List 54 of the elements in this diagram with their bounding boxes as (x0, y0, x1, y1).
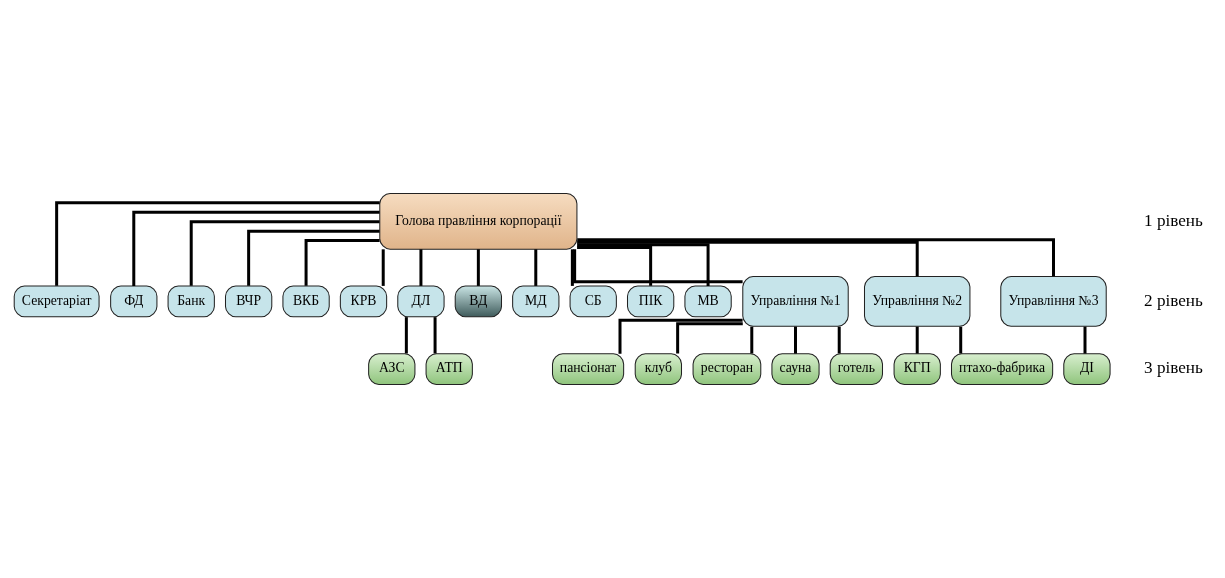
connector (247, 229, 380, 286)
connector (794, 326, 797, 354)
node-box: ВКБ (282, 285, 330, 318)
node-box: ДІ (1063, 353, 1111, 386)
node-box: ДЛ (397, 285, 445, 318)
node-box: ВЧР (225, 285, 273, 318)
node-box: ФД (110, 285, 158, 318)
connector (404, 317, 408, 354)
connector (750, 326, 754, 354)
connector (837, 326, 841, 354)
connector (959, 326, 963, 354)
connector (573, 249, 743, 284)
connector (570, 249, 574, 286)
connector (618, 318, 743, 354)
connector (132, 210, 380, 286)
connector (676, 322, 743, 354)
connector (577, 243, 710, 286)
node-box: АЗС (368, 353, 416, 386)
connector (915, 326, 919, 354)
connector (577, 245, 653, 286)
node-box: ресторан (692, 353, 762, 386)
node-box: Управління №3 (1000, 276, 1107, 327)
label: 2 рівень (1144, 290, 1203, 310)
node-box: Управління №2 (864, 276, 971, 327)
connector (534, 249, 538, 286)
connector (577, 238, 1055, 277)
node-box: пансіонат (552, 353, 625, 386)
node-box: ПІК (627, 285, 675, 318)
node-box: МВ (684, 285, 732, 318)
node-box: Секретаріат (13, 285, 100, 318)
node-box: готель (829, 353, 883, 386)
connector (433, 317, 437, 354)
node-box: АТП (425, 353, 473, 386)
node-box: КРВ (339, 285, 388, 318)
node-box: Банк (167, 285, 215, 318)
connector (304, 239, 380, 286)
connector (55, 201, 380, 286)
node-box: СБ (569, 285, 617, 318)
connector (577, 240, 919, 277)
node-box: Управління №1 (742, 276, 849, 327)
label: 1 рівень (1144, 210, 1203, 230)
node-box: МД (512, 285, 560, 318)
connector (1083, 326, 1087, 354)
node-box: клуб (634, 353, 682, 386)
node-box: ВД (454, 285, 502, 318)
label: 3 рівень (1144, 358, 1203, 378)
connector (419, 249, 423, 286)
node-box: сауна (771, 353, 820, 386)
node-box: птахо-фабрика (951, 353, 1054, 386)
connector (476, 249, 480, 286)
node-box: КГП (893, 353, 941, 386)
connector (189, 220, 380, 286)
node-box: Голова правління корпорації (379, 192, 578, 250)
connector (381, 249, 385, 286)
